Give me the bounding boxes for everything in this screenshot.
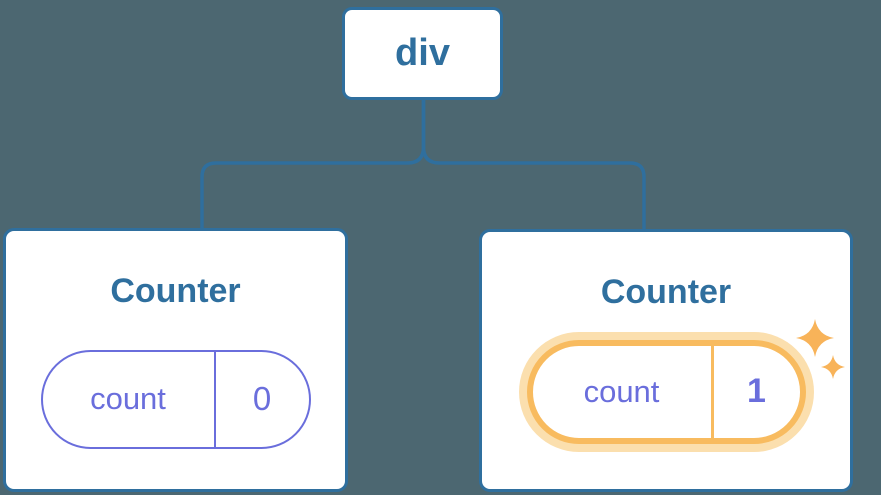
state-value: 0 bbox=[252, 380, 272, 418]
sparkle-icon-small bbox=[821, 355, 845, 379]
root-node-div: div bbox=[342, 7, 503, 100]
sparkles-group bbox=[796, 319, 845, 379]
state-value: 1 bbox=[747, 372, 766, 411]
sparkle-icon-large bbox=[796, 319, 834, 357]
root-node-label: div bbox=[395, 32, 450, 74]
counter-card-right: Counter count 1 bbox=[479, 229, 853, 492]
state-key-label: count bbox=[533, 345, 714, 438]
counter-card-left: Counter count 0 bbox=[3, 228, 348, 492]
connector-right-branch bbox=[421, 100, 646, 231]
state-pill-count-1-highlighted: count 1 bbox=[526, 339, 806, 444]
component-title: Counter bbox=[600, 273, 732, 311]
state-key-label: count bbox=[43, 351, 216, 447]
state-pill-count-0: count 0 bbox=[40, 349, 311, 449]
connector-left-branch bbox=[200, 100, 426, 230]
component-title: Counter bbox=[110, 272, 241, 310]
